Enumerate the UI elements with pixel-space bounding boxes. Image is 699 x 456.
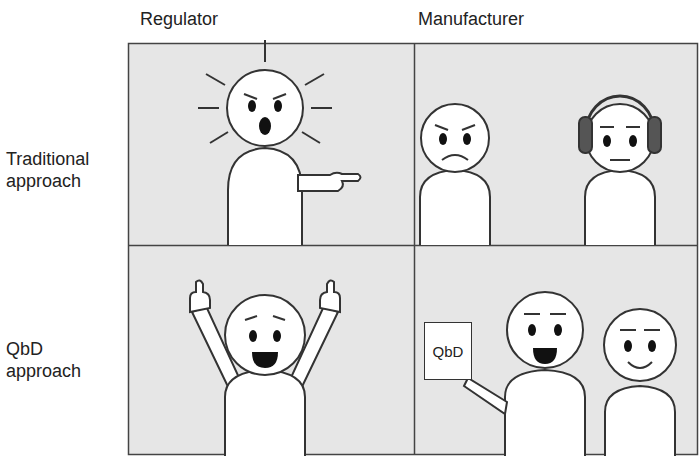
happy-regulator-part	[252, 352, 278, 368]
headphone-manufacturer-part	[629, 135, 637, 147]
grid-part	[129, 44, 698, 455]
qbd-sign: QbD	[424, 322, 472, 380]
headphone-manufacturer-part	[586, 96, 654, 132]
happy-regulator-part	[273, 316, 285, 320]
frowning-manufacturer-part	[435, 125, 448, 130]
sign-text: QbD	[433, 343, 464, 360]
angry-regulator-part	[298, 173, 361, 191]
column-header: Regulator	[140, 8, 340, 30]
grid-part	[414, 44, 416, 455]
angry-regulator-part	[274, 100, 282, 112]
happy-manufacturers-part	[507, 292, 583, 368]
angry-regulator-part	[227, 70, 303, 146]
row-header: Traditional approach	[6, 148, 116, 192]
happy-manufacturers	[464, 292, 676, 456]
angry-regulator-part	[244, 94, 257, 99]
angry-regulator-part	[264, 40, 266, 62]
angry-regulator-part	[210, 132, 228, 143]
angry-regulator-part	[228, 148, 302, 245]
angry-regulator-part	[311, 107, 332, 109]
happy-manufacturers-part	[524, 313, 540, 315]
headphone-manufacturer-part	[610, 159, 630, 161]
headphone-manufacturer-part	[600, 126, 614, 128]
happy-manufacturers-part	[624, 340, 632, 352]
angry-regulator-part	[259, 117, 271, 135]
headphone-manufacturer-part	[586, 104, 654, 172]
happy-regulator	[190, 280, 340, 456]
happy-regulator-part	[225, 370, 305, 456]
happy-manufacturers-part	[620, 329, 636, 331]
angry-regulator-part	[206, 74, 225, 85]
frowning-manufacturer-part	[420, 170, 490, 245]
headphone-manufacturer-part	[648, 117, 661, 153]
happy-manufacturers-part	[628, 362, 652, 368]
row-header: QbD approach	[6, 338, 116, 382]
headphone-manufacturer	[579, 96, 661, 245]
headphone-manufacturer-part	[603, 135, 611, 147]
happy-manufacturers-part	[528, 324, 536, 336]
happy-manufacturers-part	[464, 378, 507, 414]
angry-regulator	[198, 40, 361, 245]
happy-manufacturers-part	[554, 324, 562, 336]
headphone-manufacturer-part	[585, 170, 655, 245]
column-header: Manufacturer	[418, 8, 638, 30]
headphone-manufacturer-part	[579, 117, 592, 153]
frowning-manufacturer	[420, 104, 490, 245]
frowning-manufacturer-part	[439, 133, 447, 145]
happy-regulator-part	[320, 280, 340, 312]
happy-manufacturers-part	[644, 329, 660, 331]
happy-regulator-part	[245, 316, 257, 320]
frowning-manufacturer-part	[442, 155, 468, 160]
happy-regulator-part	[225, 295, 305, 375]
angry-regulator-part	[198, 107, 219, 109]
happy-manufacturers-part	[550, 313, 566, 315]
grid	[129, 44, 698, 455]
happy-manufacturers-part	[604, 309, 676, 381]
frowning-manufacturer-part	[463, 133, 471, 145]
frowning-manufacturer-part	[421, 104, 489, 172]
happy-manufacturers-part	[533, 348, 557, 364]
happy-regulator-part	[273, 330, 281, 342]
happy-regulator-part	[249, 330, 257, 342]
angry-regulator-part	[273, 94, 286, 99]
headphone-manufacturer-part	[626, 126, 640, 128]
happy-manufacturers-part	[605, 386, 675, 456]
angry-regulator-part	[302, 132, 320, 143]
angry-regulator-part	[305, 74, 324, 85]
happy-manufacturers-part	[648, 340, 656, 352]
angry-regulator-part	[248, 100, 256, 112]
happy-manufacturers-part	[505, 370, 585, 456]
happy-regulator-part	[190, 280, 210, 312]
frowning-manufacturer-part	[462, 125, 475, 130]
